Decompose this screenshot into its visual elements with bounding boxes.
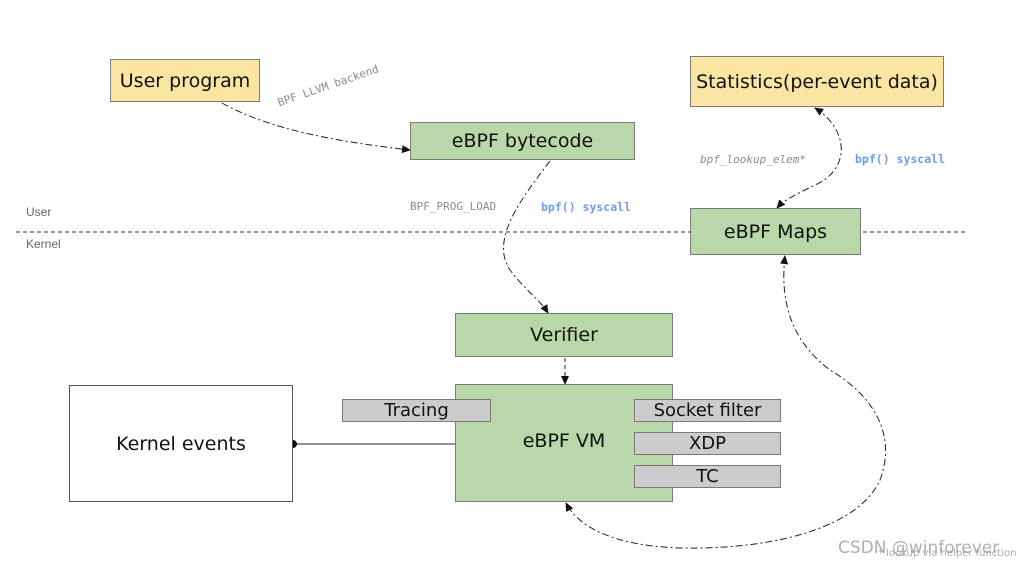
ebpf-maps-box: eBPF Maps [690,208,861,255]
verifier-box: Verifier [455,313,673,357]
tracing-box: Tracing [342,399,491,422]
ebpf-maps-label: eBPF Maps [723,220,828,243]
socket-filter-box: Socket filter [634,399,781,422]
tc-label: TC [696,466,719,487]
tc-box: TC [634,465,781,488]
arrow-bytecode-to-verifier [503,160,551,314]
footnote-text: * lookup via helper function [878,548,1017,559]
arrow-user-to-bytecode [221,102,411,154]
tracing-label: Tracing [384,400,449,421]
arrow-vm-maps [565,255,887,549]
xdp-label: XDP [688,433,727,454]
bpf-syscall-label-2: bpf() syscall [855,152,946,166]
arrow-maps-statistics [776,107,842,209]
user-program-box: User program [110,59,260,102]
kernel-events-box: Kernel events [69,385,293,502]
bpf-lookup-elem-label: bpf_lookup_elem* [700,153,806,166]
statistics-label: Statistics(per-event data) [696,70,938,93]
user-space-label: User [26,205,52,219]
ebpf-bytecode-label: eBPF bytecode [451,130,594,152]
csdn-watermark: CSDN @winforever [838,538,1000,558]
bpf-syscall-label-1: bpf() syscall [541,200,632,214]
kernel-events-label: Kernel events [116,432,246,455]
ebpf-bytecode-box: eBPF bytecode [410,122,635,160]
socket-filter-label: Socket filter [653,400,762,421]
user-program-label: User program [119,69,251,92]
ebpf-vm-label: eBPF VM [522,430,606,452]
xdp-box: XDP [634,432,781,455]
kernel-space-label: Kernel [26,237,61,251]
bpf-prog-load-label: BPF_PROG_LOAD [410,200,497,213]
verifier-label: Verifier [530,324,598,346]
statistics-box: Statistics(per-event data) [690,56,944,107]
